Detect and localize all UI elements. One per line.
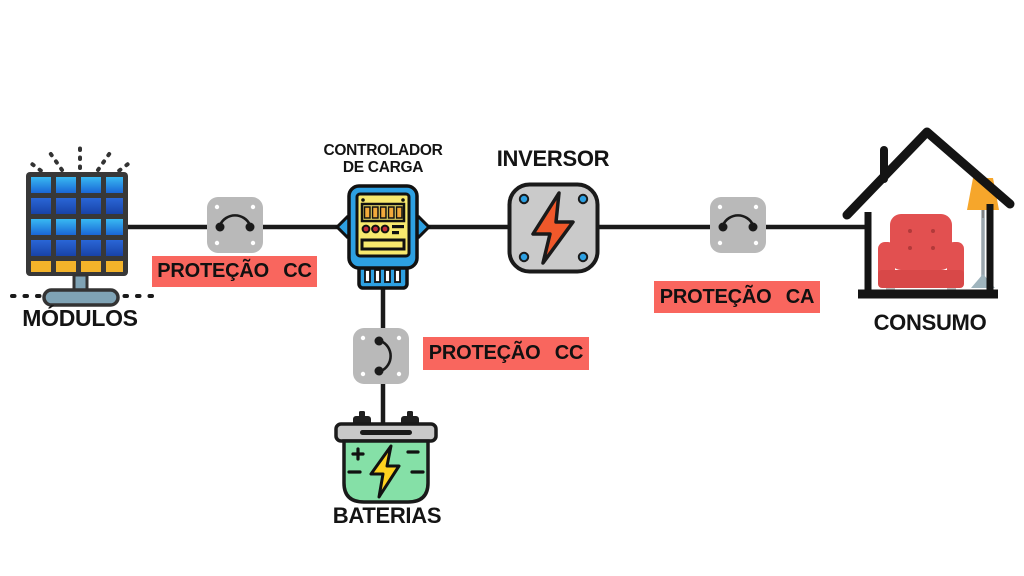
battery-polarity-marks bbox=[347, 447, 425, 474]
inverter-icon bbox=[507, 182, 600, 274]
panel-cells bbox=[31, 177, 123, 272]
house-outline bbox=[842, 127, 1015, 299]
modules-label: MÓDULOS bbox=[22, 305, 138, 331]
controller-indicator-lights bbox=[361, 224, 390, 234]
protection-ac-label: PROTEÇÃO CA bbox=[654, 281, 820, 313]
inverter-label: INVERSOR bbox=[496, 146, 610, 171]
controller-display-slot bbox=[360, 238, 406, 251]
batteries-label: BATERIAS bbox=[332, 503, 442, 528]
solar-panel-icon bbox=[26, 141, 130, 307]
protection-dc-pv-label: PROTEÇÃO CC bbox=[152, 256, 317, 287]
armchair-icon bbox=[878, 214, 964, 293]
consumption-label: CONSUMO bbox=[873, 310, 987, 335]
controller-terminal-slots bbox=[364, 269, 401, 283]
controller-label-line2: DE CARGA bbox=[342, 159, 424, 176]
house-icon bbox=[842, 127, 1015, 299]
protection-dc-battery-label: PROTEÇÃO CC bbox=[423, 337, 589, 370]
battery-icon bbox=[334, 411, 438, 504]
ac-breaker-icon bbox=[710, 197, 766, 253]
lightning-bolt-icon bbox=[369, 444, 401, 499]
dc-breaker-pv-icon bbox=[207, 197, 263, 253]
panel-base bbox=[42, 288, 120, 307]
charge-controller-icon bbox=[334, 184, 432, 290]
dc-breaker-battery-icon bbox=[353, 328, 409, 384]
lightning-bolt-icon bbox=[531, 191, 575, 265]
sun-rays-icon bbox=[30, 141, 130, 178]
controller-label: CONTROLADOR DE CARGA bbox=[316, 142, 450, 176]
controller-label-line1: CONTROLADOR bbox=[323, 142, 443, 159]
